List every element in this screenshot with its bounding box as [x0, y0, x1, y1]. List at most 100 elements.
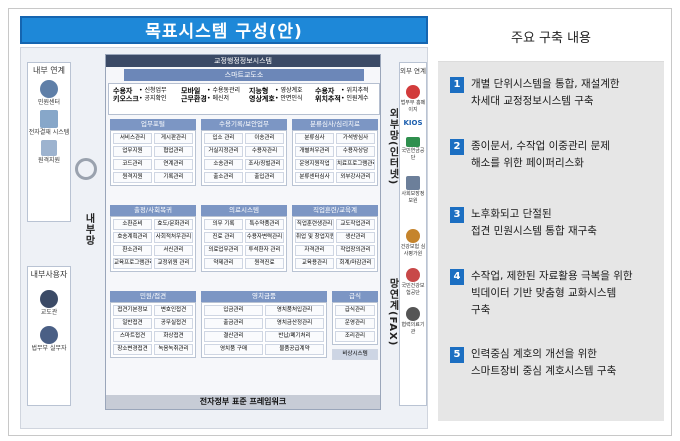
approval-system-icon	[40, 110, 58, 128]
section-cell: 화상접견	[154, 331, 193, 342]
section-cell: 작업장의관리	[336, 245, 375, 256]
internal-users-head: 내부사용자	[30, 270, 68, 279]
section-cell: 일반접견	[113, 318, 152, 329]
section-cell: 변호인접견	[154, 305, 193, 316]
smart-sub: • 신청업무	[139, 87, 167, 94]
section-cell: 개별처우관리	[295, 146, 334, 157]
section-cell: 입금관리	[204, 305, 263, 316]
section-cell: 영치금산정관리	[265, 318, 324, 329]
section-cell: 코드관리	[113, 159, 152, 170]
call-center-icon	[40, 80, 58, 98]
smart-item-name: 지능형 영상계호	[249, 87, 275, 103]
section-cell: 교육프로그램관리	[113, 258, 152, 269]
section-cell: 원격지원	[113, 172, 152, 183]
hospital-cross-icon	[406, 307, 420, 321]
section-escort: 출정/사회복귀 소환준비 효도/문화관리 호송계획관리 사회적처우관리 환소관리…	[110, 205, 196, 272]
section-cell: 거실지정관리	[204, 146, 243, 157]
section-cell: 영치품처입관리	[265, 305, 324, 316]
user-item: 교도관	[40, 309, 58, 316]
section-cell: 의료업무관리	[204, 245, 243, 256]
external-link-head: 외부 연계	[400, 67, 426, 75]
smart-sub: • 공지확인	[139, 95, 167, 102]
content-item: 1 개별 단위시스템을 통합, 재설계한 차세대 교정정보시스템 구축	[450, 76, 658, 110]
private-net-label: 망연계(FAX)	[387, 278, 398, 347]
section-cell: 협업관리	[154, 146, 193, 157]
nhis-logo-icon	[406, 268, 420, 282]
smart-item: 수용자 키오스크 • 신청업무 • 공지확인	[113, 87, 177, 112]
section-visits: 민원/접견 접견기본정보 변호인접견 일반접견 공무실접견 스마트접견 화상접견…	[110, 291, 196, 358]
sync-arrow-icon	[75, 158, 97, 180]
section-cell: 출금관리	[204, 318, 263, 329]
section-classification: 분류심사/심리치료 분류심사 가석방심사 개별처우관리 수용자상담 운영지원작업…	[292, 119, 378, 186]
framework-footer: 전자정부 표준 프레임워크	[106, 395, 380, 409]
content-item: 2 종이문서, 수작업 이중관리 문제 해소를 위한 페이퍼리스화	[450, 138, 658, 172]
welfare-building-icon	[406, 176, 420, 190]
pension-logo-icon	[406, 137, 420, 147]
section-cell: 반납/폐기처리	[265, 331, 324, 342]
internal-item: 전자결재 시스템	[28, 129, 70, 136]
section-cell: 취업 및 창업지원	[295, 232, 334, 243]
section-cell: 수용자관리	[245, 146, 284, 157]
internal-users-box: 내부사용자 교도관 법무부 실무자	[27, 266, 71, 406]
smart-prison-row: 수용자 키오스크 • 신청업무 • 공지확인 모바일 근무환경 • 수용동관리 …	[108, 83, 380, 115]
item-number: 4	[450, 269, 464, 285]
section-cell: 소환준비	[113, 219, 152, 230]
section-cell: 기록관리	[154, 172, 193, 183]
smart-sub: • 수용동관리	[207, 87, 241, 94]
diagram-title: 목표시스템 구성(안)	[20, 16, 428, 44]
section-cell: 영치품 구매	[204, 344, 263, 355]
section-cell: 교도작업관리	[336, 219, 375, 230]
section-head: 업무포털	[110, 119, 196, 130]
external-link-box: 외부 연계 법무부 홈페이지 KIOS 국민연금공단 사회보장정보원 건강보험 …	[399, 62, 427, 406]
internal-link-head: 내부 연계	[33, 66, 65, 75]
section-cell: 물품공급계약	[265, 344, 324, 355]
section-cell: 치료프로그램관리	[336, 159, 375, 170]
external-item: 사회보장정보원	[401, 191, 425, 204]
system-diagram: 내부 연계 민원센터 전자결재 시스템 원격지원 내부사용자 교도관 법무부 실…	[20, 47, 428, 429]
external-item: KIOS	[403, 119, 423, 127]
section-cell: 서신관리	[154, 245, 193, 256]
section-cell: 소송관리	[204, 159, 243, 170]
section-cell: 운영관리	[335, 318, 375, 329]
system-name: 교정행정정보시스템	[106, 55, 380, 67]
remote-support-icon	[41, 140, 57, 156]
section-cell: 급식관리	[335, 305, 375, 316]
item-number: 3	[450, 207, 464, 223]
section-cell: 접견기본정보	[113, 305, 152, 316]
section-cell: 조리관리	[335, 331, 375, 342]
section-head: 출정/사회복귀	[110, 205, 196, 216]
smart-sub: • 영상계호	[275, 87, 303, 94]
section-cell: 스마트접견	[113, 331, 152, 342]
section-cell: 직업훈련생관리	[295, 219, 334, 230]
smart-item-name: 수용자 키오스크	[113, 87, 139, 103]
smart-sub: • 안면인식	[275, 95, 303, 102]
section-head: 영치금품	[201, 291, 327, 302]
section-cell: 분류센터심사	[295, 172, 334, 183]
section-cell: 녹음녹취관리	[154, 344, 193, 355]
internal-item: 민원센터	[37, 99, 61, 106]
external-net-label: 외부망(인터넷)	[387, 108, 398, 186]
section-cell: 업무지원	[113, 146, 152, 157]
section-cell: 효도/문화관리	[154, 219, 193, 230]
section-head: 의료시스템	[201, 205, 287, 216]
external-item: 협력의료기관	[401, 322, 425, 335]
external-item: 국민연금공단	[401, 148, 425, 161]
smart-item: 수용자 위치추적 • 위치추적 • 인원계수	[315, 87, 379, 112]
section-meals: 급식 급식관리 운영관리 조리관리 비상시스템	[332, 291, 378, 360]
smart-prison-head: 스마트교도소	[124, 69, 364, 81]
section-cell: 원격진료	[245, 258, 284, 269]
smart-item-name: 수용자 위치추적	[315, 87, 341, 103]
section-training: 직업훈련/교육계 직업훈련생관리 교도작업관리 취업 및 창업지원 생산관리 자…	[292, 205, 378, 272]
section-cell: 게시판관리	[154, 133, 193, 144]
emergency-system: 비상시스템	[332, 349, 378, 360]
section-cell: 장소변경접견	[113, 344, 152, 355]
section-cell: 교육용관리	[295, 258, 334, 269]
internal-link-box: 내부 연계 민원센터 전자결재 시스템 원격지원	[27, 62, 71, 222]
section-cell: 투석환자 관리	[245, 245, 284, 256]
item-number: 2	[450, 139, 464, 155]
section-head: 분류심사/심리치료	[292, 119, 378, 130]
officer-icon	[40, 326, 58, 344]
section-head: 수용기록/보안업무	[201, 119, 287, 130]
panel-title: 주요 구축 내용	[438, 16, 664, 62]
section-cell: 회계/마감관리	[336, 258, 375, 269]
